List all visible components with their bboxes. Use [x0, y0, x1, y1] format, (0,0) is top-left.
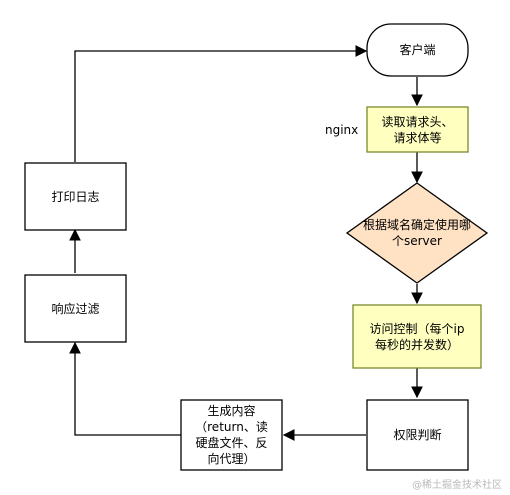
access-control-label: 访问控制（每个ip 每秒的并发数）	[369, 321, 465, 352]
nginx-side-label: nginx	[325, 123, 359, 137]
auth-check-node	[366, 399, 469, 471]
pick-server-node	[345, 182, 489, 284]
read-headers-node	[366, 106, 469, 153]
read-headers-label: 读取请求头、 请求体等	[381, 114, 454, 145]
print-log-node	[24, 162, 127, 231]
edge-print-log-to-client	[74, 45, 368, 162]
client-node	[366, 23, 469, 77]
pick-server-label: 根据域名确定使用哪 个server	[362, 218, 471, 248]
print-log-label: 打印日志	[51, 189, 100, 204]
edge-generate-content-to-response-filter	[69, 341, 181, 436]
generate-content-label: 生成内容 （return、读 硬盘文件、反 向代理）	[195, 404, 268, 466]
auth-check-label: 权限判断	[393, 428, 442, 442]
response-filter-label: 响应过滤	[51, 301, 100, 316]
watermark: @稀土掘金技术社区	[412, 480, 502, 491]
generate-content-node	[180, 399, 283, 471]
access-control-node	[352, 304, 482, 369]
response-filter-node	[24, 274, 127, 343]
client-label: 客户端	[399, 43, 436, 57]
